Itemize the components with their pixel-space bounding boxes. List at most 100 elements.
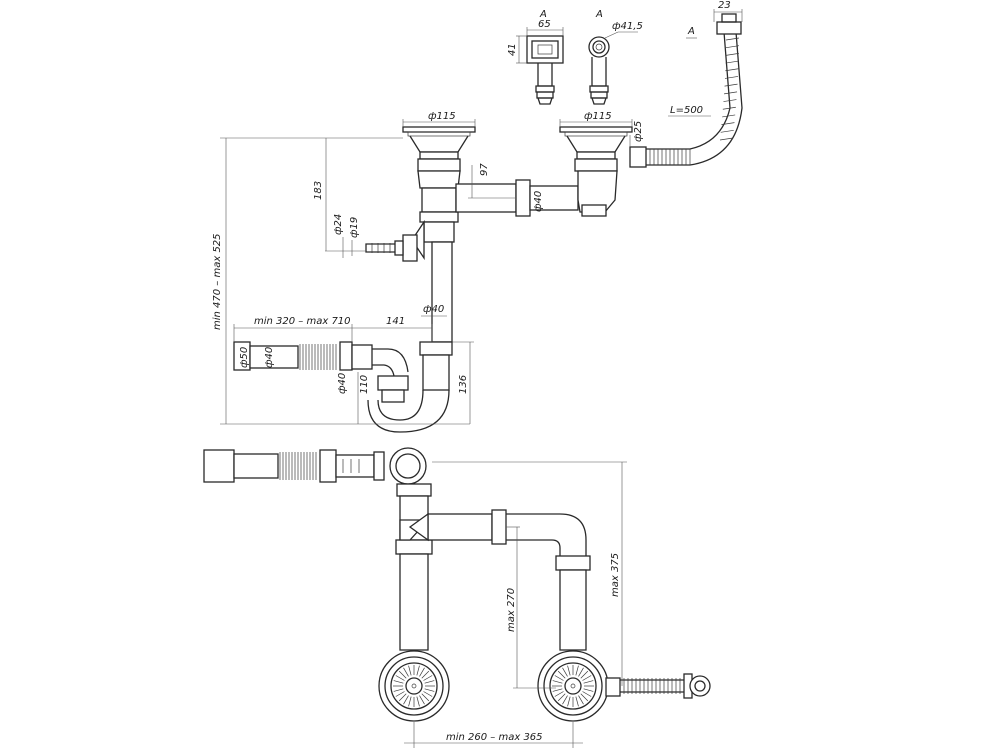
rib-line xyxy=(725,60,739,64)
label-dim-d115-left: ф115 xyxy=(428,111,456,122)
label-dim-23: 23 xyxy=(718,0,731,11)
strainer-slots xyxy=(552,665,594,707)
rib-line xyxy=(421,670,430,679)
rib-line xyxy=(567,696,571,707)
label-dim-110: 110 xyxy=(359,375,370,394)
rib-line xyxy=(423,675,433,681)
side-view-right-strainer xyxy=(537,650,609,722)
rib-line xyxy=(408,665,412,676)
rib-line xyxy=(562,695,568,705)
dimension-lines-bottom: max 375 max 270 min 260 – max 365 xyxy=(404,461,627,748)
label-dim-d40-vert: ф40 xyxy=(423,304,444,315)
rib-line xyxy=(554,691,564,697)
rib-line xyxy=(575,696,579,707)
rib-line xyxy=(582,691,592,697)
label-dim-max375: max 375 xyxy=(610,553,621,597)
rib-line xyxy=(580,693,589,702)
right-sink-drain: ф115 xyxy=(559,111,633,172)
overflow-hose: 23 A L=500 ф25 xyxy=(629,0,743,168)
rib-line xyxy=(423,691,433,697)
label-dim-min470: min 470 – max 525 xyxy=(212,233,223,330)
label-dim-min320: min 320 – max 710 xyxy=(254,316,351,327)
rib-line xyxy=(567,665,571,676)
detail-overflow-rectangular: A 65 41 xyxy=(507,9,564,105)
rib-line xyxy=(395,691,405,697)
label-dim-max270: max 270 xyxy=(506,588,517,632)
dimension-lines-top: min 470 – max 525 183 min 320 – max 710 … xyxy=(212,137,474,425)
rib-line xyxy=(557,670,566,679)
rib-line xyxy=(398,693,407,702)
rib-line xyxy=(419,667,425,677)
rib-line xyxy=(552,688,563,692)
rib-line xyxy=(395,675,405,681)
rib-line xyxy=(725,68,739,72)
side-view-connector xyxy=(408,509,591,651)
rib-line xyxy=(582,675,592,681)
rib-line xyxy=(578,667,584,677)
left-drain-column xyxy=(367,170,461,433)
rib-line xyxy=(557,693,566,702)
side-view-overflow xyxy=(605,673,711,699)
label-dim-d115-right: ф115 xyxy=(584,111,612,122)
label-dim-97: 97 xyxy=(479,163,490,176)
left-sink-drain: ф115 xyxy=(402,111,476,172)
rib-line xyxy=(720,129,734,133)
rib-line xyxy=(552,680,563,684)
rib-line xyxy=(725,53,739,56)
rib-line xyxy=(398,670,407,679)
label-dim-d40-low: ф40 xyxy=(337,373,348,394)
rib-line xyxy=(580,670,589,679)
rib-line xyxy=(725,37,740,41)
label-dim-d40-outlet: ф40 xyxy=(264,347,275,368)
rib-line xyxy=(575,665,579,676)
label-dim-41: 41 xyxy=(507,43,518,56)
overflow-ribs xyxy=(623,678,681,694)
rib-line xyxy=(403,695,409,705)
rib-line xyxy=(725,45,740,49)
label-dim-183: 183 xyxy=(313,181,324,200)
hose-ribs xyxy=(649,37,740,165)
rib-line xyxy=(578,695,584,705)
rib-line xyxy=(393,688,404,692)
rib-line xyxy=(724,83,738,87)
label-dim-min260: min 260 – max 365 xyxy=(446,732,543,743)
label-dim-136: 136 xyxy=(458,375,469,394)
outlet-hose-top-view: ф50 ф40 ф40 110 ф40 xyxy=(233,304,447,424)
rib-line xyxy=(408,696,412,707)
horizontal-connector: 97 ф40 xyxy=(455,163,618,217)
side-ribs xyxy=(279,452,317,480)
label-dim-d40-top: ф40 xyxy=(533,191,544,212)
side-view-left-column xyxy=(395,483,433,651)
label-dim-141: 141 xyxy=(386,316,405,327)
rib-line xyxy=(424,680,435,684)
side-nipple: ф24 ф19 xyxy=(325,214,418,262)
rib-line xyxy=(722,106,736,110)
rib-line xyxy=(583,680,594,684)
label-dim-d19: ф19 xyxy=(349,217,360,238)
outlet-ribs xyxy=(299,344,337,370)
rib-line xyxy=(554,675,564,681)
detail-overflow-round: A ф41,5 xyxy=(588,9,643,105)
rib-line xyxy=(416,665,420,676)
rib-line xyxy=(724,76,739,79)
rib-line xyxy=(416,696,420,707)
rib-line xyxy=(562,667,568,677)
label-dim-65: 65 xyxy=(538,19,551,30)
strainer-slots xyxy=(393,665,435,707)
rib-line xyxy=(723,91,738,95)
rib-line xyxy=(419,695,425,705)
label-dim-l500: L=500 xyxy=(670,105,703,116)
label-section-a1: A xyxy=(539,9,547,20)
rib-line xyxy=(722,114,736,118)
label-dim-d50: ф50 xyxy=(239,347,250,368)
label-dim-d25: ф25 xyxy=(633,121,644,142)
rib-line xyxy=(719,137,734,141)
rib-line xyxy=(393,680,404,684)
label-dim-d24: ф24 xyxy=(333,214,344,235)
rib-line xyxy=(583,688,594,692)
rib-line xyxy=(723,99,737,102)
rib-line xyxy=(403,667,409,677)
rib-line xyxy=(424,688,435,692)
side-view-left-strainer xyxy=(378,650,450,722)
